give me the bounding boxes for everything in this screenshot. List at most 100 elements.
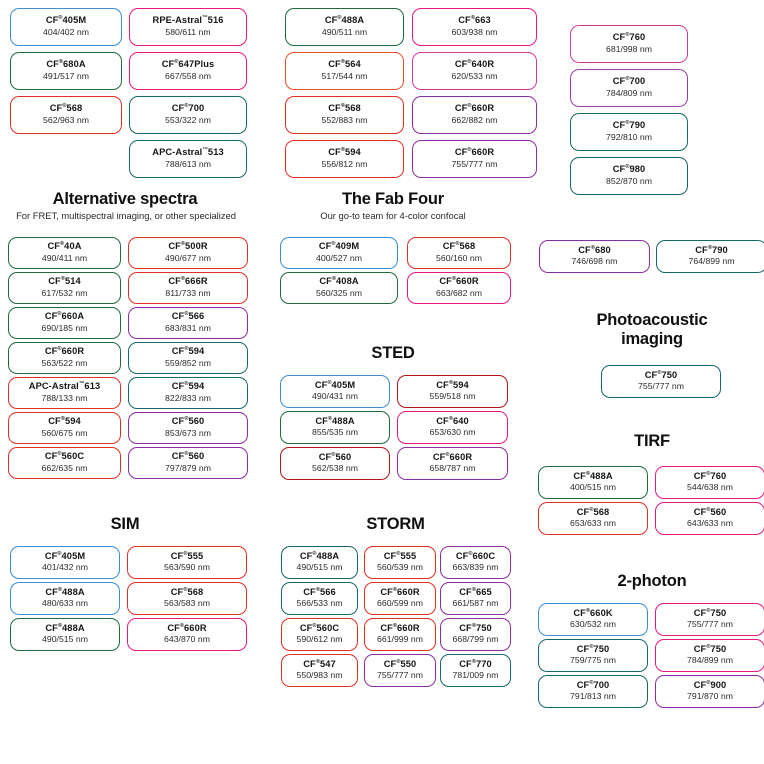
dye-name: CF®660R [454, 147, 495, 158]
dye-wavelengths: 653/633 nm [570, 518, 616, 529]
trademark-mark: ® [471, 622, 476, 629]
dye-wavelengths: 683/831 nm [165, 322, 211, 333]
dye-wavelengths: 661/587 nm [452, 598, 499, 609]
dye-name: CF®488A [45, 622, 85, 633]
trademark-mark: ® [471, 658, 476, 665]
trademark-mark: ® [331, 451, 336, 458]
trademark-mark: ® [184, 416, 189, 423]
dye-name: CF®500R [168, 241, 208, 252]
dye-name: CF®547 [303, 658, 336, 669]
trademark-mark: ® [57, 346, 62, 353]
dye-name: CF®594 [436, 379, 469, 390]
trademark-mark: ® [327, 415, 333, 422]
trademark-mark: ® [183, 586, 188, 593]
dye-name: CF®750 [459, 622, 492, 633]
dye-wavelengths: 811/733 nm [165, 287, 211, 298]
trademark-mark: ® [625, 32, 630, 39]
dye-name: CF®660K [573, 607, 613, 618]
trademark-mark: ® [60, 416, 65, 423]
trademark-mark: ™ [202, 15, 208, 22]
dye-name: CF®488A [324, 15, 365, 26]
dye-wavelengths: 662/635 nm [41, 462, 88, 473]
dye-wavelengths: 853/673 nm [165, 427, 211, 438]
dye-name: CF®560C [299, 622, 340, 633]
trademark-mark: ® [706, 470, 711, 477]
